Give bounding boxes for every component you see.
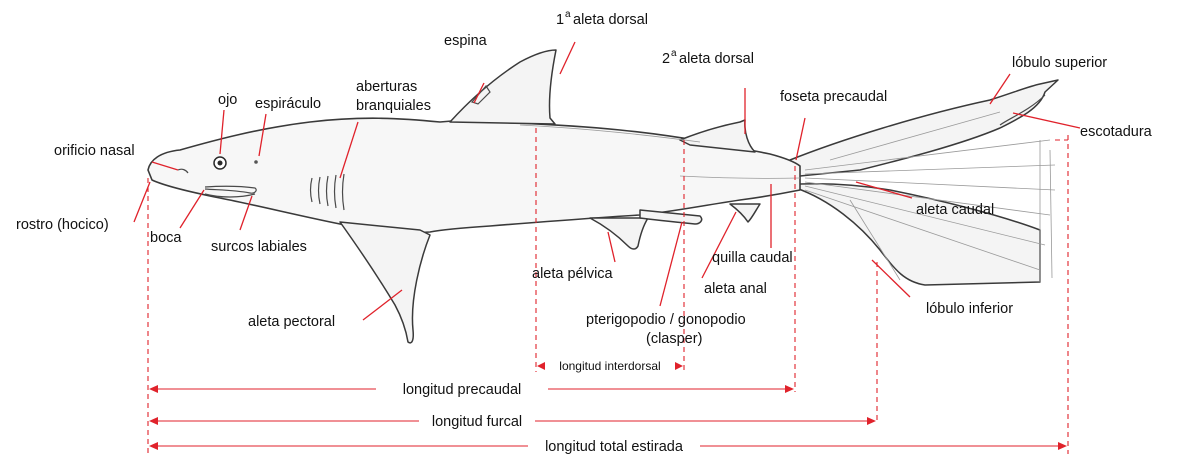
pelvic-fin (590, 218, 648, 249)
label-longitud-interdorsal: longitud interdorsal (559, 359, 660, 373)
label-espina: espina (444, 33, 488, 49)
svg-text:a: a (565, 9, 571, 20)
label-clasper: (clasper) (646, 331, 702, 347)
label-lobulo-superior: lóbulo superior (1012, 55, 1107, 71)
label-aleta-pectoral: aleta pectoral (248, 314, 335, 330)
label-espiraculo: espiráculo (255, 96, 321, 112)
label-longitud-precaudal: longitud precaudal (403, 382, 522, 398)
label-orificio-nasal: orificio nasal (54, 143, 135, 159)
label-segunda-aleta-dorsal: 2 a aleta dorsal (662, 48, 754, 67)
svg-text:aleta dorsal: aleta dorsal (679, 51, 754, 67)
label-aleta-pelvica: aleta pélvica (532, 266, 614, 282)
label-longitud-total-estirada: longitud total estirada (545, 439, 684, 455)
label-aleta-anal: aleta anal (704, 281, 767, 297)
label-quilla-caudal: quilla caudal (712, 250, 793, 266)
shark-illustration (148, 50, 1058, 343)
label-primera-aleta-dorsal: 1 a aleta dorsal (556, 9, 648, 28)
svg-text:aleta dorsal: aleta dorsal (573, 12, 648, 28)
label-foseta-precaudal: foseta precaudal (780, 89, 887, 105)
label-escotadura: escotadura (1080, 124, 1153, 140)
label-ojo: ojo (218, 92, 237, 108)
label-boca: boca (150, 230, 182, 246)
label-branquiales: branquiales (356, 98, 431, 114)
label-aleta-caudal: aleta caudal (916, 202, 994, 218)
label-pterigopodio: pterigopodio / gonopodio (586, 312, 746, 328)
first-dorsal-fin (450, 50, 556, 124)
anal-fin (730, 204, 760, 222)
measurement-labels: longitud interdorsal longitud precaudal … (376, 358, 700, 456)
label-aberturas: aberturas (356, 79, 417, 95)
svg-text:2: 2 (662, 51, 670, 67)
label-lobulo-inferior: lóbulo inferior (926, 301, 1013, 317)
label-rostro: rostro (hocico) (16, 217, 109, 233)
label-longitud-furcal: longitud furcal (432, 414, 522, 430)
clasper (640, 210, 702, 224)
svg-text:1: 1 (556, 12, 564, 28)
spiracle (254, 160, 258, 164)
pectoral-fin (340, 222, 430, 343)
svg-text:a: a (671, 48, 677, 59)
label-surcos-labiales: surcos labiales (211, 239, 307, 255)
